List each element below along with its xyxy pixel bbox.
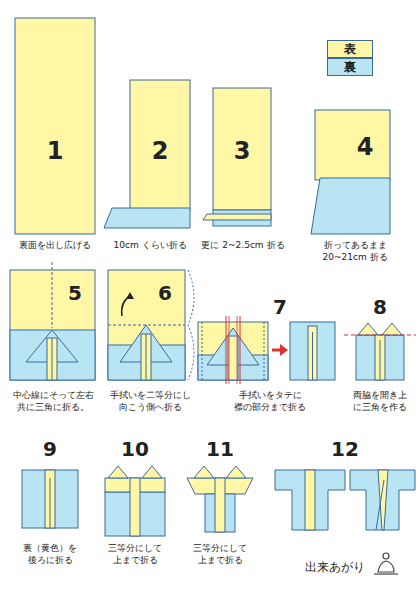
legend-text: 裏 bbox=[344, 59, 356, 76]
legend-text: 表 bbox=[344, 41, 356, 58]
step-caption: 三等分にして 上まで折る bbox=[103, 543, 167, 566]
step-caption: 三等分にして 上まで折る bbox=[188, 543, 252, 566]
step-caption: 両脇を開き上 に三角を作る bbox=[349, 390, 411, 413]
step-number: 4 bbox=[345, 132, 385, 163]
finished-label: 出来あがり bbox=[295, 560, 375, 576]
step-caption: 10cm くらい折る bbox=[102, 240, 198, 252]
step-caption: 手拭いを二等分にし 向こう側へ折る bbox=[104, 390, 196, 413]
step-number: 2 bbox=[140, 136, 180, 167]
step-number: 11 bbox=[203, 436, 237, 462]
step-number: 8 bbox=[365, 294, 395, 320]
step-caption: 手拭いをタテに 襟の部分まで折る bbox=[234, 390, 306, 413]
step-number: 10 bbox=[118, 436, 152, 462]
step-caption: 中心線にそって左右 共に三角に折る。 bbox=[7, 390, 99, 413]
step-number: 6 bbox=[150, 280, 180, 306]
step-caption: 裏面を出し広げる bbox=[5, 240, 105, 252]
legend-swatch: 表 bbox=[327, 40, 373, 58]
step-number: 7 bbox=[265, 294, 295, 320]
step-number: 3 bbox=[222, 136, 262, 167]
step-caption: 折ってあるまま 20~21cm 折る bbox=[316, 240, 394, 263]
step-number: 12 bbox=[328, 436, 362, 462]
step-number: 1 bbox=[35, 136, 75, 167]
step-caption: 裏（黄色）を 後ろに折る bbox=[18, 543, 82, 566]
step-number: 5 bbox=[60, 280, 90, 306]
step-caption: 更に 2~2.5cm 折る bbox=[193, 240, 293, 252]
step-number: 9 bbox=[35, 436, 65, 462]
legend-swatch: 裏 bbox=[327, 58, 373, 76]
